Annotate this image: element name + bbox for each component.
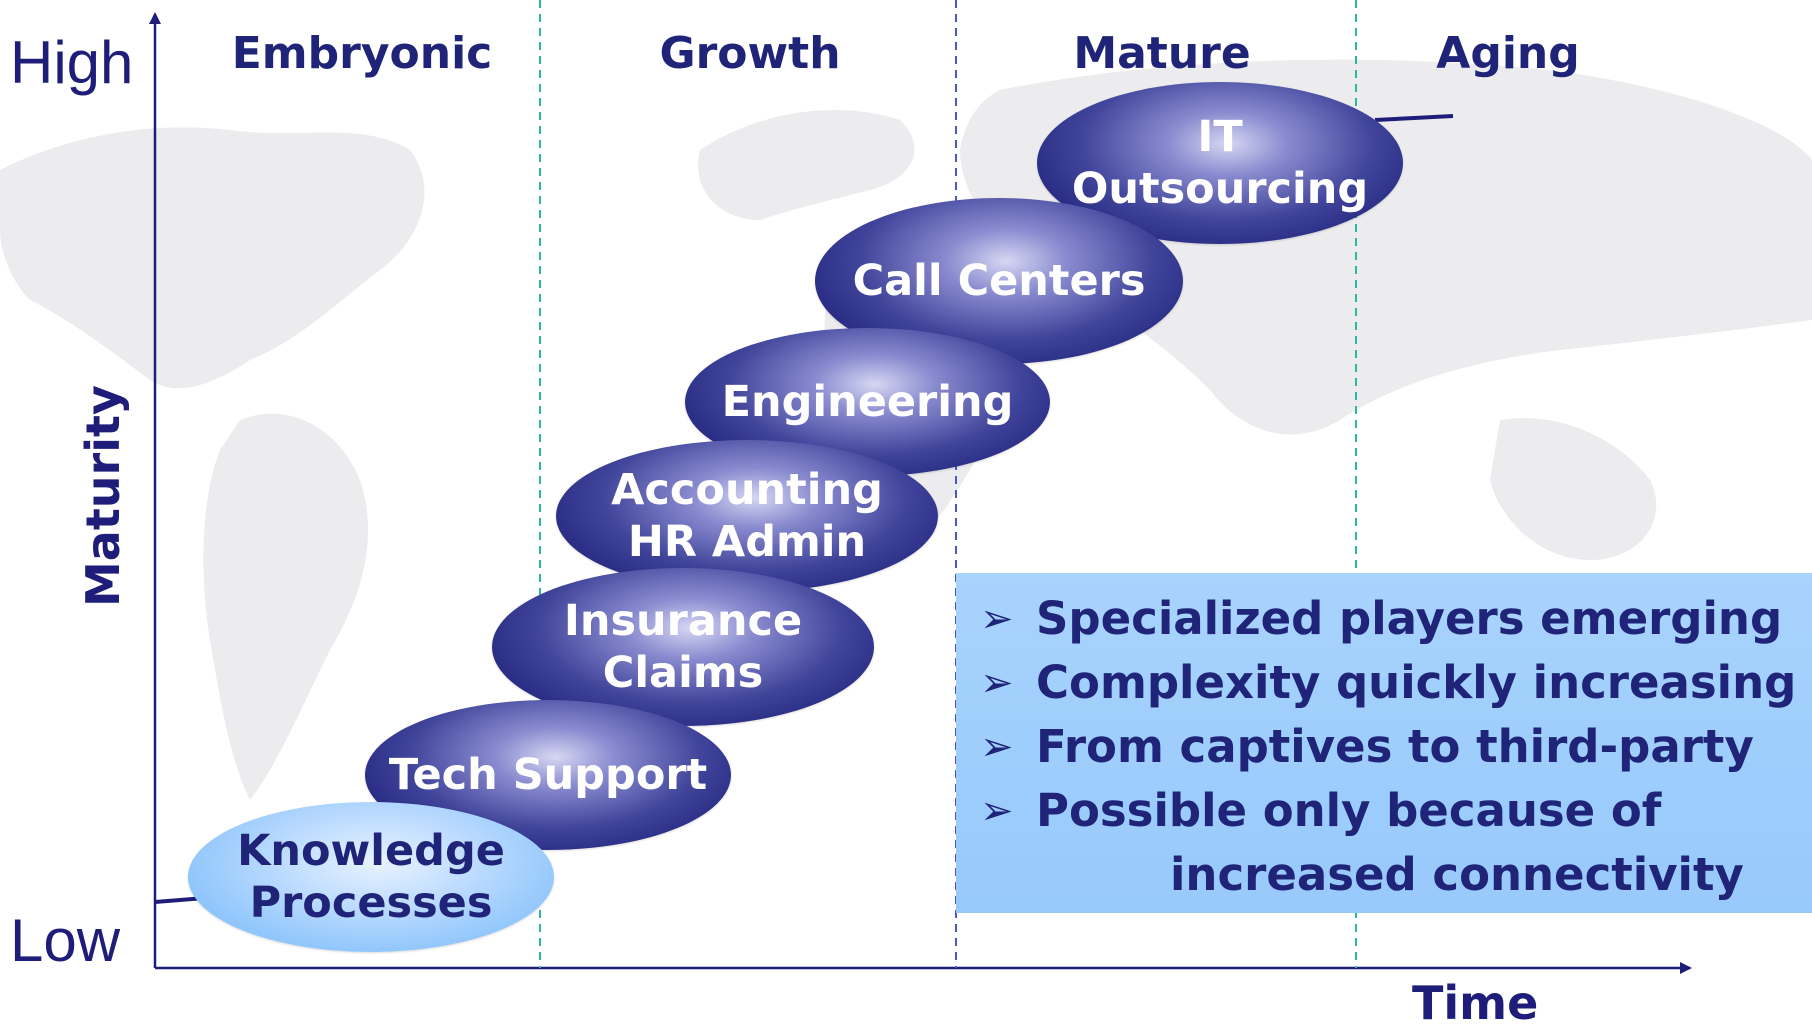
- bullet-item: ➢ Specialized players emerging: [980, 587, 1812, 651]
- arrow-bullet-icon: ➢: [980, 596, 1014, 642]
- stage-label-line: Accounting: [611, 465, 883, 515]
- bullet-item: ➢ Possible only because of increased con…: [980, 779, 1812, 907]
- y-axis-high-label: High: [10, 29, 134, 96]
- stage-label-line: Engineering: [721, 377, 1014, 427]
- stage-label-line: HR Admin: [627, 517, 867, 567]
- arrow-bullet-icon: ➢: [980, 660, 1014, 706]
- phase-embryonic: Embryonic: [231, 28, 493, 79]
- phase-aging: Aging: [1436, 28, 1580, 79]
- stage-label-line: Call Centers: [852, 256, 1146, 306]
- stage-label-line: Insurance: [563, 596, 803, 646]
- x-axis-title: Time: [1412, 976, 1539, 1030]
- stage-label-line: Outsourcing: [1071, 164, 1369, 214]
- stage-knowledge-processes: Knowledge Processes: [188, 802, 554, 952]
- y-axis-low-label: Low: [10, 907, 121, 974]
- bullet-text: Specialized players emerging: [1036, 592, 1783, 645]
- arrow-bullet-icon: ➢: [980, 788, 1014, 834]
- phase-mature: Mature: [1073, 28, 1251, 79]
- stage-label-line: IT: [1197, 112, 1243, 162]
- stage-label-line: Knowledge: [237, 826, 505, 876]
- stage-call-centers: Call Centers: [815, 198, 1183, 364]
- stage-label-line: Tech Support: [388, 750, 708, 800]
- bullet-item: ➢ Complexity quickly increasing: [980, 651, 1812, 715]
- stage-insurance-claims: Insurance Claims: [492, 568, 874, 726]
- stage-label-line: Claims: [602, 648, 764, 698]
- bullet-text-continued: increased connectivity: [1170, 848, 1744, 901]
- key-points-box: ➢ Specialized players emerging ➢ Complex…: [956, 573, 1812, 913]
- arrow-bullet-icon: ➢: [980, 724, 1014, 770]
- bullet-item: ➢ From captives to third-party: [980, 715, 1812, 779]
- y-axis-title: Maturity: [76, 385, 130, 607]
- stage-label-line: Processes: [249, 878, 493, 928]
- phase-growth: Growth: [659, 28, 841, 79]
- stage-accounting-hr-admin: Accounting HR Admin: [556, 440, 938, 592]
- bullet-text: From captives to third-party: [1036, 720, 1754, 773]
- curve-end-segment: [1374, 114, 1454, 122]
- bullet-text: Possible only because of: [1036, 784, 1662, 837]
- bullet-text: Complexity quickly increasing: [1036, 656, 1797, 709]
